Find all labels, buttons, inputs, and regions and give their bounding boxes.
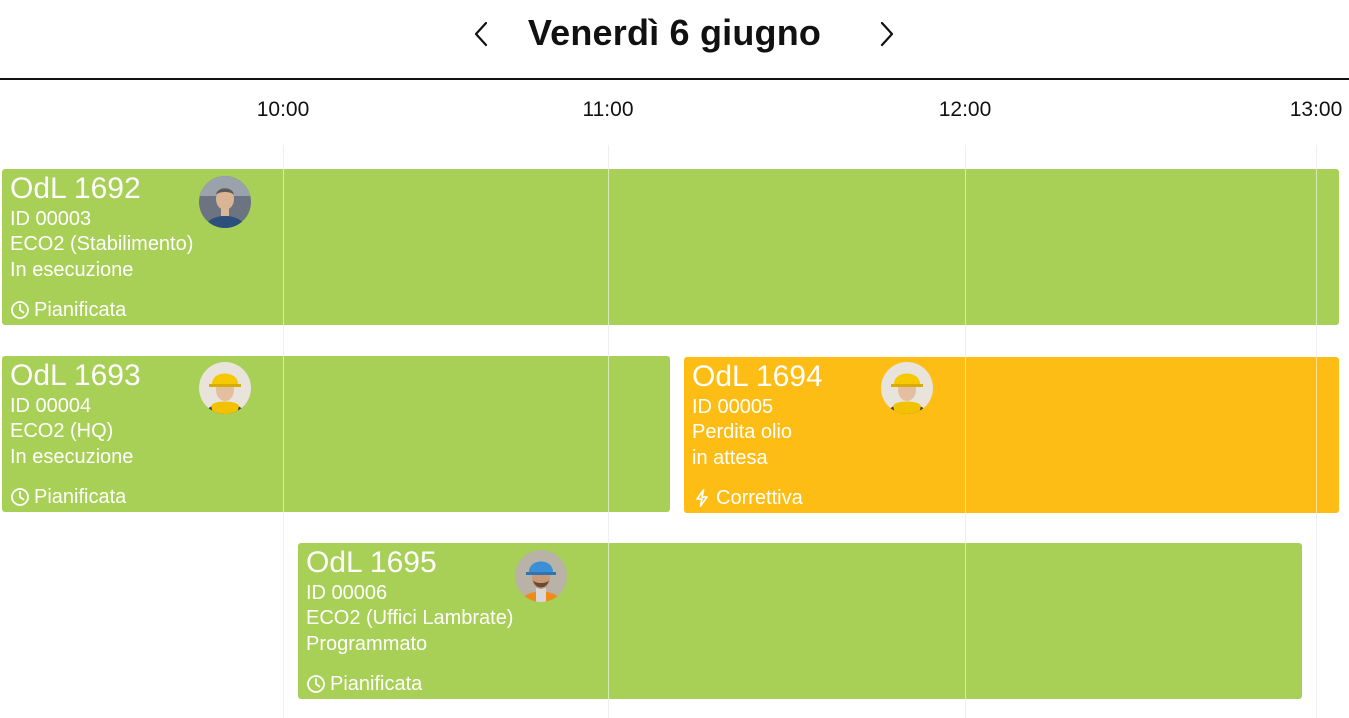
header-divider xyxy=(0,78,1349,80)
lightning-icon xyxy=(696,489,708,507)
work-order-id: ID 00004 xyxy=(10,395,92,417)
work-order-title: OdL 1693 xyxy=(10,359,141,392)
work-order-location: ECO2 (HQ) xyxy=(10,420,114,442)
page-title: Venerdì 6 giugno xyxy=(527,12,822,53)
work-order-id: ID 00005 xyxy=(692,396,774,418)
technician-avatar[interactable] xyxy=(881,362,933,414)
work-order-details: OdL 1694 ID 00005 Perdita olio in attesa xyxy=(692,359,823,471)
work-order-details: OdL 1693 ID 00004 ECO2 (HQ) In esecuzion… xyxy=(10,358,141,470)
worker-avatar xyxy=(199,362,251,414)
work-order-type-label: Pianificata xyxy=(330,673,423,695)
time-tick-10: 10:00 xyxy=(256,98,310,121)
clock-icon xyxy=(11,488,29,506)
work-order-location: Perdita olio xyxy=(692,421,793,443)
work-order-location: ECO2 (Uffici Lambrate) xyxy=(306,607,514,629)
clock-icon xyxy=(307,675,325,693)
work-order-card-1695[interactable]: OdL 1695 ID 00006 ECO2 (Uffici Lambrate)… xyxy=(298,543,1302,699)
work-order-type: Pianificata xyxy=(306,672,422,696)
worker-avatar xyxy=(881,362,933,414)
worker-avatar xyxy=(515,550,567,602)
time-tick-11: 11:00 xyxy=(582,98,634,121)
gridline-overlay-12 xyxy=(965,145,966,718)
technician-avatar[interactable] xyxy=(199,362,251,414)
time-tick-12: 12:00 xyxy=(938,98,992,121)
next-day-button[interactable] xyxy=(871,16,901,52)
work-order-id: ID 00006 xyxy=(306,582,388,604)
technician-avatar[interactable] xyxy=(515,550,567,602)
chevron-left-icon xyxy=(474,21,488,47)
gridline-overlay-11 xyxy=(608,145,609,718)
work-order-id: ID 00003 xyxy=(10,208,92,230)
work-order-location: ECO2 (Stabilimento) xyxy=(10,233,194,255)
work-order-card-1692[interactable]: OdL 1692 ID 00003 ECO2 (Stabilimento) In… xyxy=(2,169,1339,325)
date-header: Venerdì 6 giugno xyxy=(0,0,1349,80)
work-order-type: Pianificata xyxy=(10,298,126,322)
gridline-overlay-10 xyxy=(283,145,284,718)
work-order-status: Programmato xyxy=(306,633,428,655)
technician-avatar[interactable] xyxy=(199,176,251,228)
work-order-card-1693[interactable]: OdL 1693 ID 00004 ECO2 (HQ) In esecuzion… xyxy=(2,356,670,512)
work-order-details: OdL 1692 ID 00003 ECO2 (Stabilimento) In… xyxy=(10,171,193,283)
work-order-title: OdL 1695 xyxy=(306,546,437,579)
work-order-type: Pianificata xyxy=(10,485,126,509)
work-order-type-label: Pianificata xyxy=(34,486,127,508)
work-order-card-1694[interactable]: OdL 1694 ID 00005 Perdita olio in attesa… xyxy=(684,357,1339,513)
work-order-title: OdL 1694 xyxy=(692,360,823,393)
work-order-status: In esecuzione xyxy=(10,446,134,468)
work-order-type: Correttiva xyxy=(692,486,803,510)
work-order-type-label: Pianificata xyxy=(34,299,127,321)
work-order-details: OdL 1695 ID 00006 ECO2 (Uffici Lambrate)… xyxy=(306,545,513,657)
work-order-status: In esecuzione xyxy=(10,259,134,281)
worker-avatar xyxy=(199,176,251,228)
time-tick-13: 13:00 xyxy=(1289,98,1343,121)
work-order-type-label: Correttiva xyxy=(716,487,803,509)
work-order-title: OdL 1692 xyxy=(10,172,141,205)
chevron-right-icon xyxy=(880,21,894,47)
work-order-status: in attesa xyxy=(692,447,768,469)
clock-icon xyxy=(11,301,29,319)
gridline-overlay-13 xyxy=(1316,145,1317,718)
previous-day-button[interactable] xyxy=(467,16,497,52)
